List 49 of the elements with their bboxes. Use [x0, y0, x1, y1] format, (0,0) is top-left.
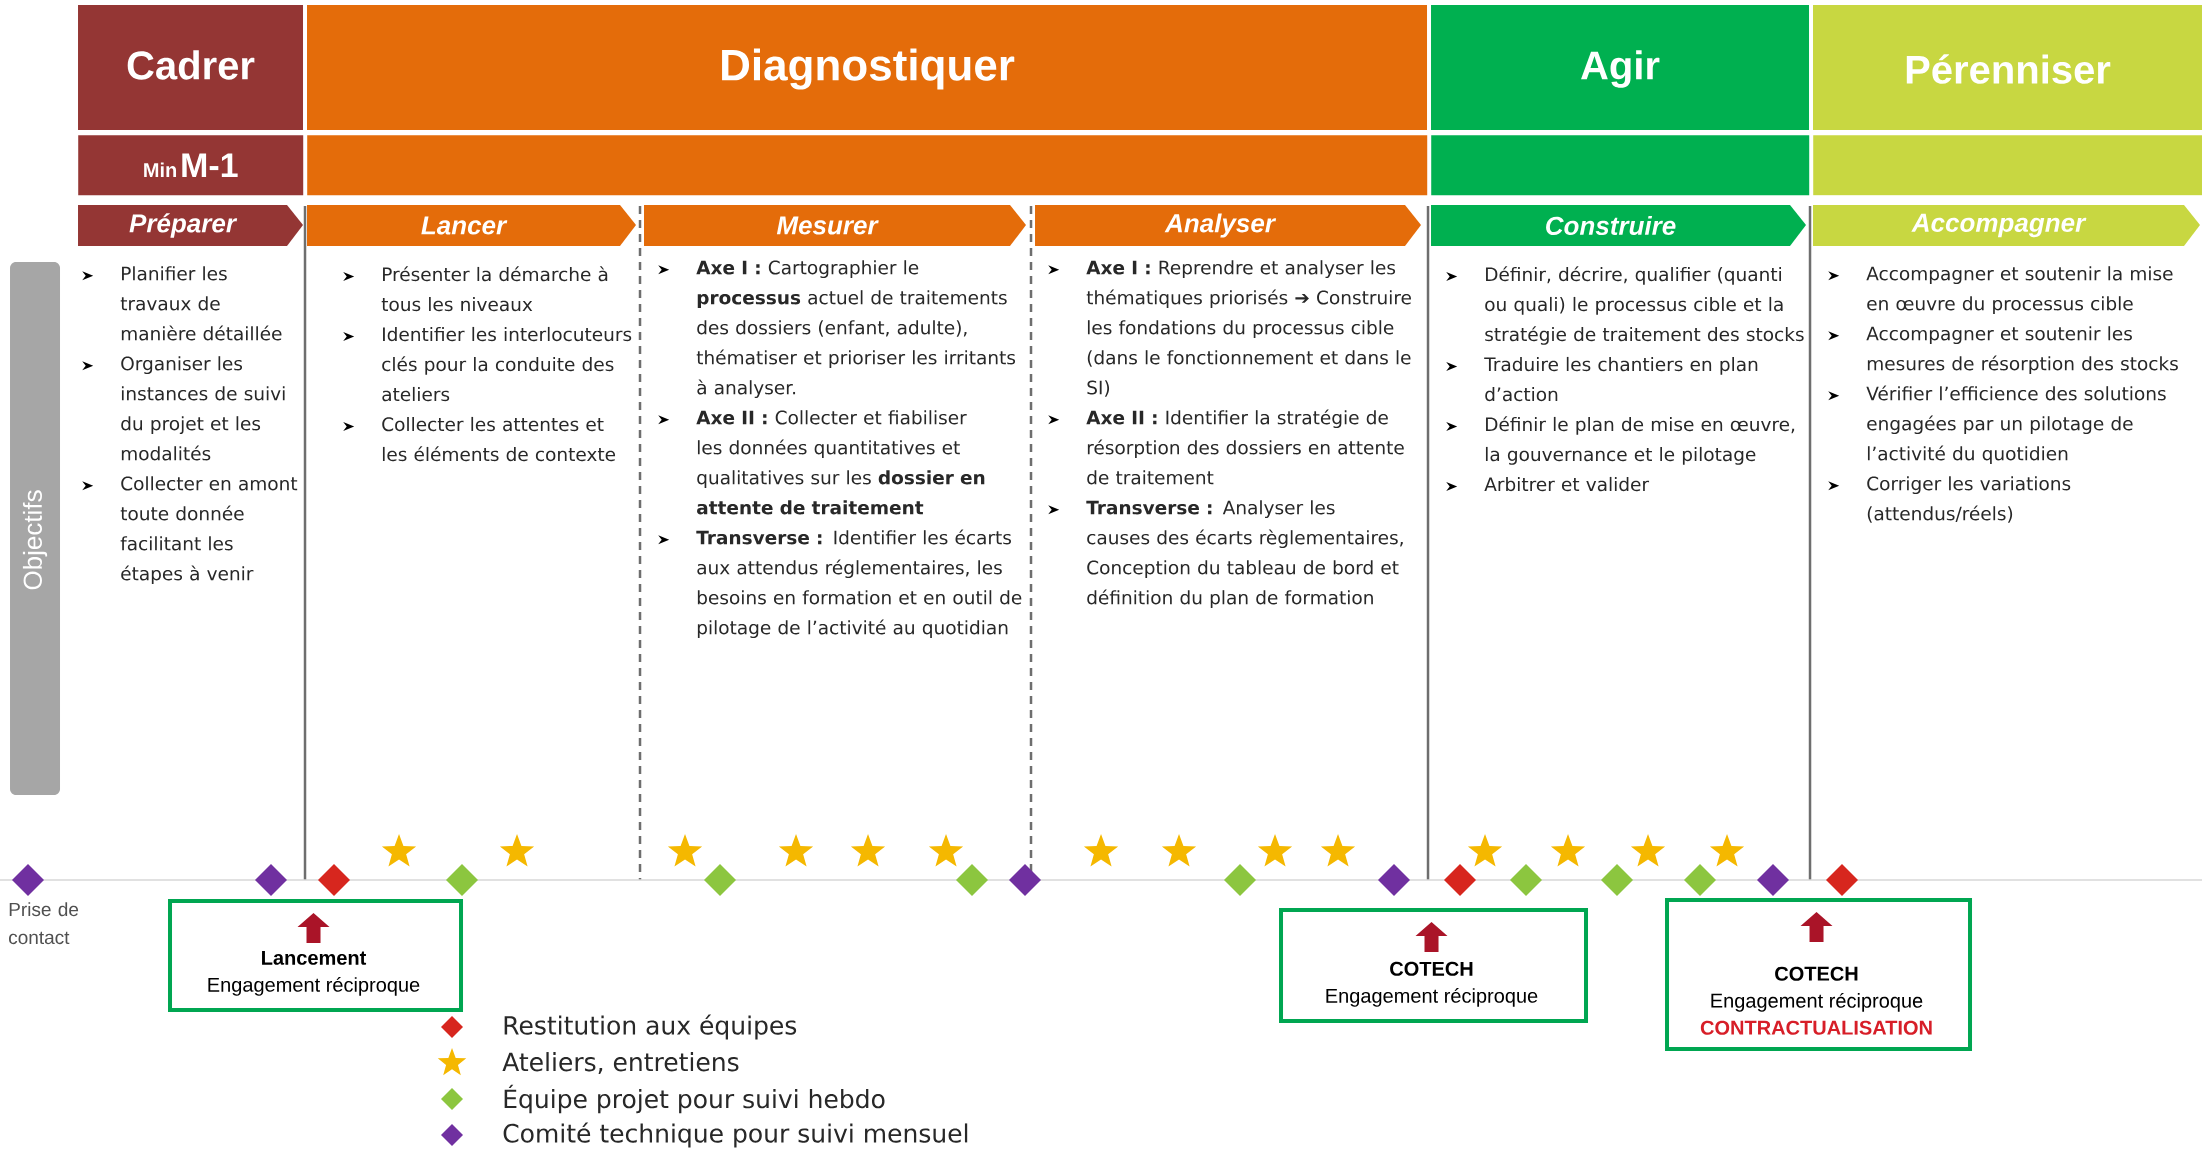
step-banner: Construire: [1431, 205, 1806, 246]
legend-text: Restitution aux équipes: [504, 1014, 797, 1040]
objectives-list: Accompagner et soutenir la mise en œuvre du processus cible Accompagner et soutenir les mesures de résorption des stocks Vérifier l’efficience des solutions engagées par un pilotage de l’activité du quotidien Corriger les variations (attendus/réels): [1828, 266, 2178, 523]
node-label: Axe I : Cartographier le processus actuel de traitements des dossiers (enfant, adulte), thématiser et prioriser les irritants à analyser.: [696, 260, 1016, 399]
node-label: Transverse : Analyser les causes des écarts règlementaires, Conception du tableau de bord et définition du plan de formation: [1086, 500, 1403, 609]
duration-band: Min M-1: [78, 135, 304, 196]
node-label: Accompagner et soutenir la mise en œuvre du processus cible: [1866, 266, 2173, 315]
node-label: Planifier les travaux de manière détaillée: [120, 266, 282, 341]
objectives-list: Définir, décrire, qualifier (quanti ou quali) le processus cible et la stratégie de traitement des stocks Traduire les chantiers en plan d’action Définir le plan de mise en œuvre, la gouvernance et le pilotage Arbitrer et valider: [1446, 266, 1804, 492]
legend-text: Équipe projet pour suivi hebdo: [504, 1084, 885, 1114]
objectives-list: Axe I : Cartographier le processus actuel de traitements des dossiers (enfant, adulte), thématiser et prioriser les irritants à analyser. Axe II : Collecter et fiabiliser les données quantitatives et qualitatives sur les dossier en attente de traitement Transverse : Identifier les écarts aux attendus réglementaires, les besoins en formation et en outil de pilotage de l’activité au quotidian: [658, 260, 1022, 639]
milestone-box: COTECH Engagement réciproque: [1279, 908, 1588, 1023]
objectives-list: Axe I : Reprendre et analyser les thématiques priorisés ➔ Construire les fondations du processus cible (dans le fonctionnement et dans le SI) Axe II : Identifier la stratégie de résorption des dossiers en attente de traitement Transverse : Analyser les causes des écarts règlementaires, Conception du tableau de bord et définition du plan de formation: [1048, 260, 1411, 609]
node-label: Vérifier l’efficience des solutions engagées par un pilotage de l’activité du quotidien: [1866, 385, 2166, 465]
node-label: Transverse : Identifier les écarts aux attendus réglementaires, les besoins en formation et en outil de pilotage de l’activité au quotidian: [696, 529, 1022, 639]
duration-band: [1431, 135, 1810, 196]
duration-band: [1813, 135, 2202, 196]
milestone-box: COTECH Engagement réciproque CONTRACTUALISATION: [1665, 898, 1972, 1051]
legend-text: Ateliers, entretiens: [502, 1052, 739, 1074]
legend-text: Comité technique pour suivi mensuel: [503, 1122, 968, 1148]
objectives-list: Planifier les travaux de manière détaillée Organiser les instances de suivi du projet et les modalités Collecter en amont toute donnée facilitant les étapes à venir: [82, 266, 298, 585]
node-label: Arbitrer et valider: [1484, 476, 1650, 492]
milestone-box: Lancement Engagement réciproque: [168, 899, 463, 1012]
milestone-label: Prise de contact: [9, 902, 79, 945]
node-label: Définir le plan de mise en œuvre, la gouvernance et le pilotage: [1485, 416, 1795, 465]
duration-band: [307, 135, 1428, 196]
step-banner: Accompagner: [1813, 205, 2200, 246]
node-label: Corriger les variations (attendus/réels): [1867, 476, 2071, 523]
node-label: Accompagner et soutenir les mesures de résorption des stocks: [1866, 326, 2178, 375]
node-label: Axe II : Collecter et fiabiliser les données quantitatives et qualitatives sur les dossier en attente de traitement: [696, 410, 985, 515]
phase-header: Cadrer: [78, 5, 303, 130]
side-tab: Objectifs: [10, 262, 60, 795]
phase-header: Pérenniser: [1813, 5, 2202, 130]
node-label: Définir, décrire, qualifier (quanti ou quali) le processus cible et la stratégie de traitement des stocks: [1485, 266, 1804, 345]
node-label: Collecter les attentes et les éléments de contexte: [382, 416, 616, 462]
step-banner: Mesurer: [644, 205, 1026, 246]
step-banner: Analyser: [1035, 205, 1421, 246]
node-label: Traduire les chantiers en plan d’action: [1484, 356, 1758, 402]
phase-header: Agir: [1431, 5, 1809, 130]
node-label: Collecter en amont toute donnée facilitant les étapes à venir: [120, 476, 298, 585]
phase-header: Diagnostiquer: [307, 5, 1427, 130]
step-banner: Lancer: [307, 205, 636, 246]
objectives-list: Présenter la démarche à tous les niveaux Identifier les interlocuteurs clés pour la conduite des ateliers Collecter les attentes et les éléments de contexte: [343, 266, 632, 462]
node-label: Organiser les instances de suivi du projet et les modalités: [121, 356, 285, 461]
step-banner: Préparer: [78, 205, 303, 246]
node-label: Présenter la démarche à tous les niveaux: [381, 266, 608, 312]
node-label: Axe I : Reprendre et analyser les thématiques priorisés ➔ Construire les fondations du processus cible (dans le fonctionnement et dans le SI): [1086, 260, 1411, 397]
node-label: Axe II : Identifier la stratégie de résorption des dossiers en attente de traitement: [1086, 409, 1404, 485]
node-label: Identifier les interlocuteurs clés pour la conduite des ateliers: [382, 326, 632, 402]
